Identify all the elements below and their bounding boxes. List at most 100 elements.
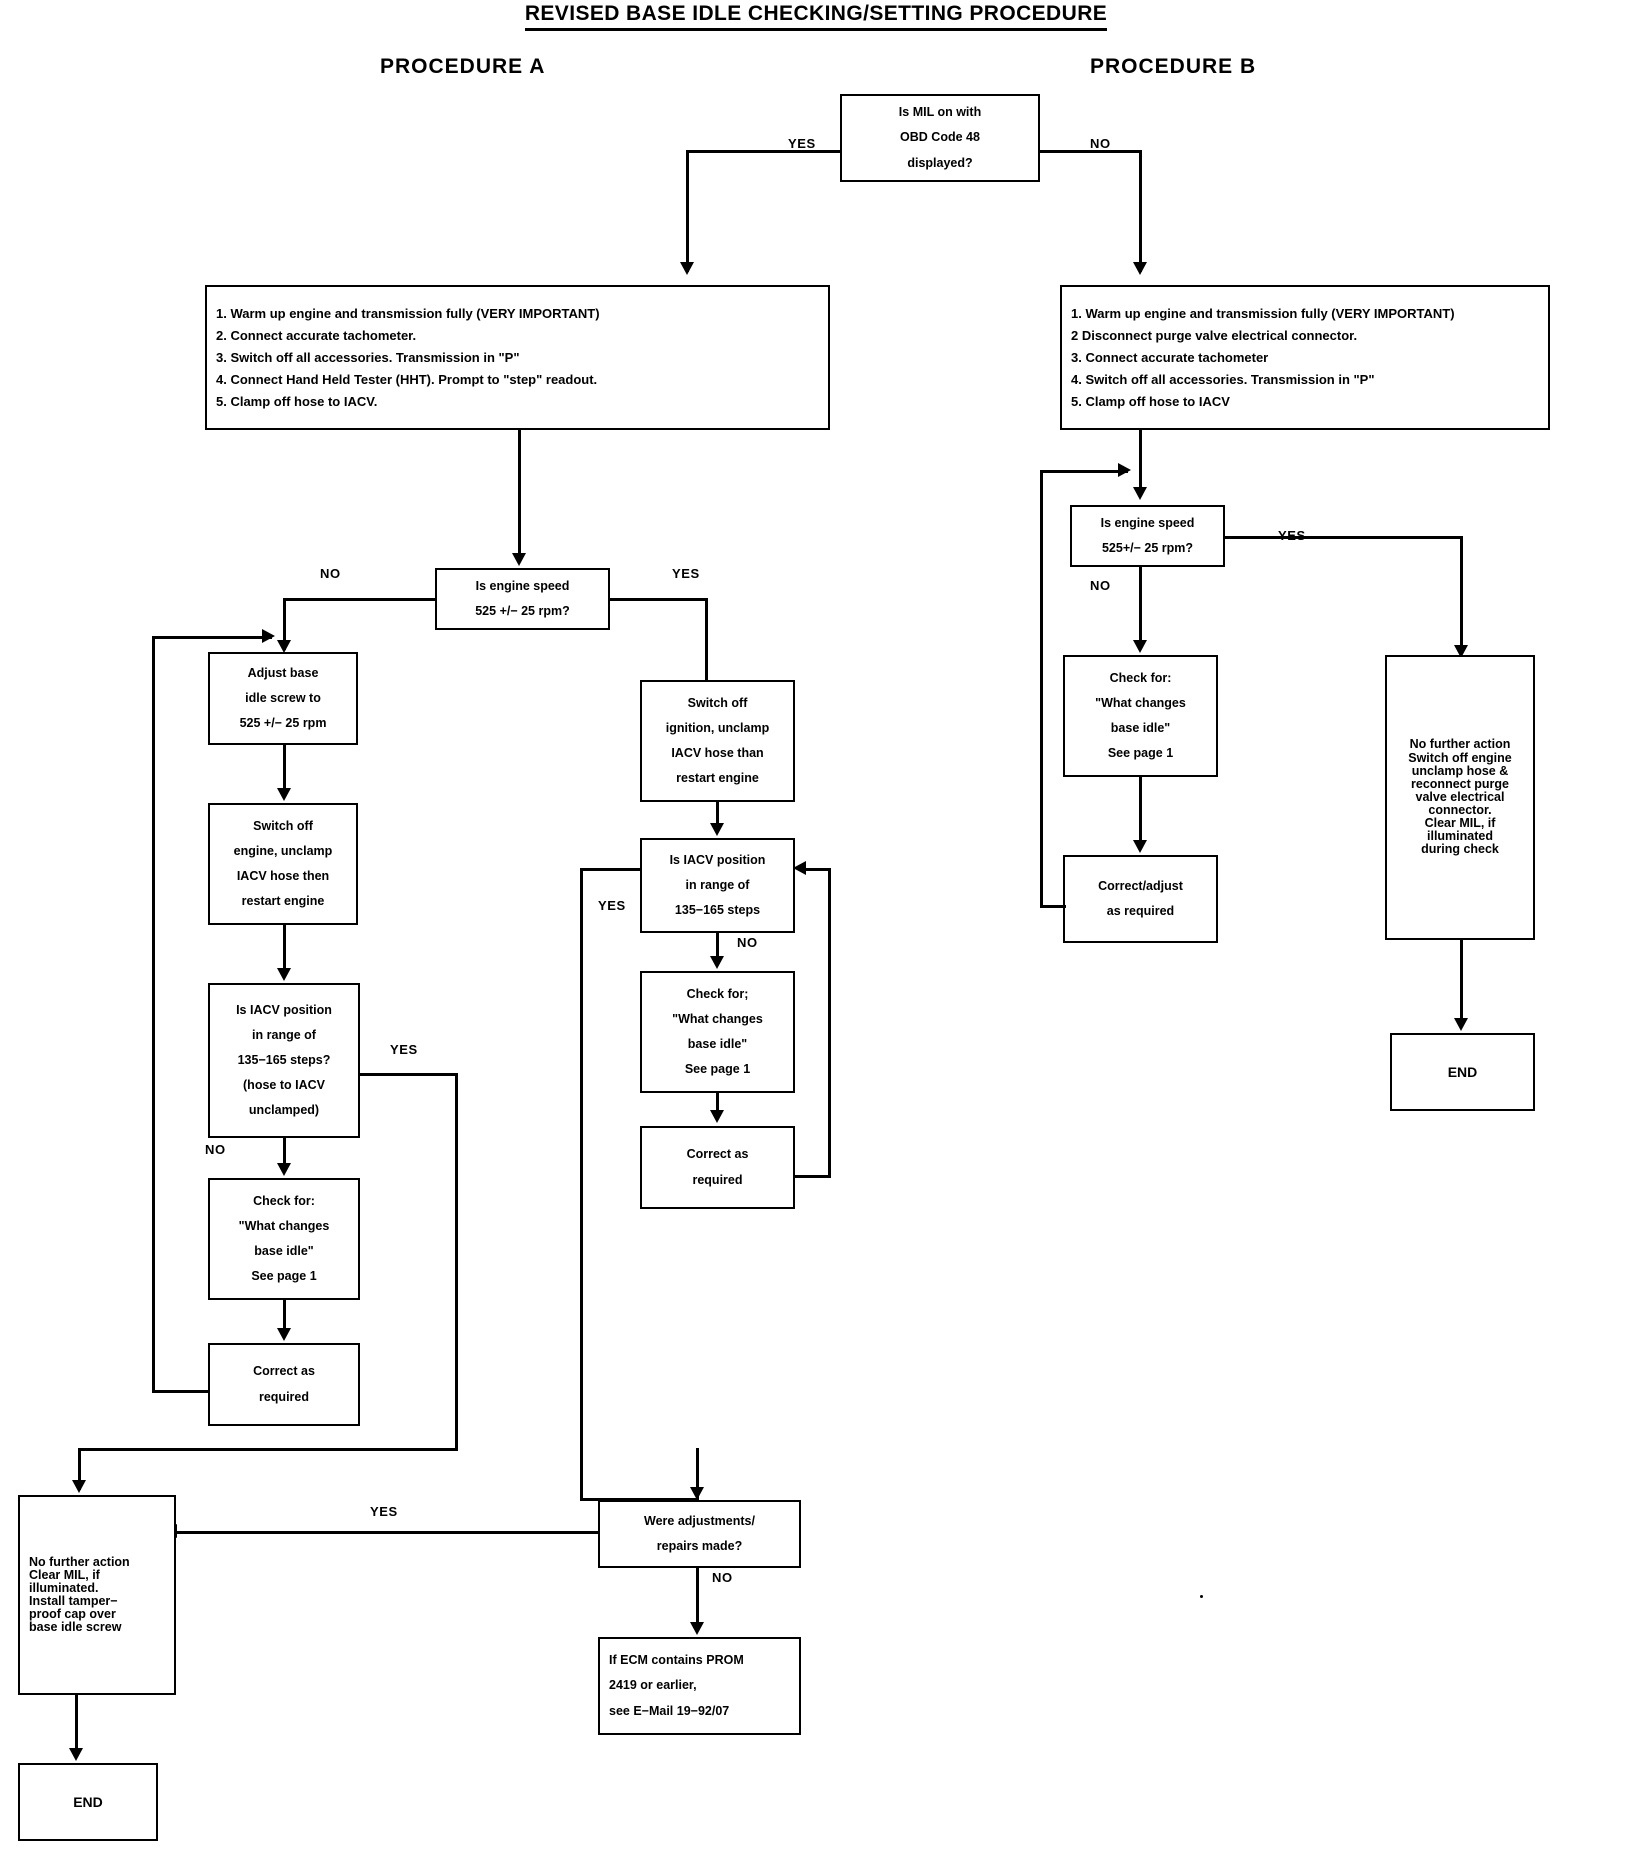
node-b-check-for[interactable]: Check for: "What changes base idle" See … [1063, 655, 1218, 777]
node-adjustments-made-line-1: repairs made? [656, 1539, 743, 1553]
edge-a-steps-to-speed-arrow [512, 553, 526, 566]
node-b-correct-line-1: as required [1106, 904, 1175, 918]
node-a-check-for-line-0: Check for: [253, 1193, 315, 1208]
node-b-correct[interactable]: Correct/adjust as required [1063, 855, 1218, 943]
node-a-adjust-screw-line-2: 525 +/− 25 rpm [239, 716, 327, 731]
node-b-check-for-line-2: base idle" [1110, 721, 1171, 735]
proc-b-step-5: 5. Clamp off hose to IACV [1071, 394, 1230, 409]
node-a-no-further-line-0: No further action [29, 1554, 130, 1569]
node-c-check-for-line-0: Check for; [686, 986, 749, 1001]
node-a-check-for[interactable]: Check for: "What changes base idle" See … [208, 1178, 360, 1300]
node-a-iacv-position-line-2: 135−165 steps? [237, 1052, 331, 1067]
node-b-no-further-line-8: during check [1421, 842, 1499, 857]
node-a-engine-speed[interactable]: Is engine speed 525 +/− 25 rpm? [435, 568, 610, 630]
edge-c-correct-loop-arrow [793, 861, 806, 875]
edge-label-mil-yes: YES [788, 136, 816, 151]
node-b-no-further-line-0: No further action [1409, 737, 1511, 752]
edge-b-correct-loop-arrow [1118, 463, 1131, 477]
node-b-end-label: END [1447, 1063, 1478, 1080]
node-a-switch-off[interactable]: Switch off engine, unclamp IACV hose the… [208, 803, 358, 925]
node-c-correct[interactable]: Correct as required [640, 1126, 795, 1209]
node-b-no-further-line-7: illuminated [1427, 829, 1493, 844]
edge-a-iacv-no-v [283, 1138, 286, 1170]
node-a-iacv-position-line-4: unclamped) [248, 1103, 320, 1118]
node-b-end[interactable]: END [1390, 1033, 1535, 1111]
edge-b-speed-yes-v [1460, 536, 1463, 654]
node-a-correct-line-1: required [258, 1389, 309, 1404]
edge-b-speed-no-v [1139, 567, 1142, 647]
node-a-iacv-position-line-0: Is IACV position [236, 1002, 332, 1017]
node-c-iacv-position-line-1: in range of [685, 877, 750, 892]
node-b-engine-speed[interactable]: Is engine speed 525+/− 25 rpm? [1070, 505, 1225, 567]
node-mil-question[interactable]: Is MIL on with OBD Code 48 displayed? [840, 94, 1040, 182]
node-ecm-prom[interactable]: If ECM contains PROM 2419 or earlier, se… [598, 1637, 801, 1735]
edge-b-speed-yes-h [1223, 536, 1463, 539]
edge-c-correct-loop-h2 [806, 868, 831, 871]
node-b-check-for-line-3: See page 1 [1107, 746, 1174, 761]
node-a-switch-off-line-3: restart engine [241, 894, 325, 909]
node-a-engine-speed-line-0: Is engine speed [475, 578, 570, 593]
node-c-iacv-position[interactable]: Is IACV position in range of 135−165 ste… [640, 838, 795, 933]
node-a-adjust-screw[interactable]: Adjust base idle screw to 525 +/− 25 rpm [208, 652, 358, 745]
node-c-check-for-line-2: base idle" [687, 1037, 748, 1051]
node-c-iacv-position-line-2: 135−165 steps [674, 903, 761, 918]
edge-c-correct-loop-v [828, 868, 831, 1178]
edge-b-speed-yes-arrow [1454, 645, 1468, 658]
edge-c-iacv-no-v [716, 933, 719, 963]
edge-a-adjust-to-switchoff-arrow [277, 788, 291, 801]
edge-label-c-iacv-no: NO [737, 935, 758, 950]
node-adjustments-made[interactable]: Were adjustments/ repairs made? [598, 1500, 801, 1568]
node-a-adjust-screw-line-1: idle screw to [245, 690, 321, 705]
proc-b-step-4: 4. Switch off all accessories. Transmiss… [1071, 372, 1375, 387]
edge-a-adjust-to-switchoff [283, 745, 286, 795]
node-a-check-for-line-1: "What changes [238, 1218, 330, 1233]
edge-a-correct-loop-v [152, 636, 155, 1392]
node-a-no-further-line-2: illuminated. [29, 1580, 99, 1595]
edge-b-steps-to-speed [1139, 430, 1142, 493]
edge-c-iacv-no-arrow [710, 956, 724, 969]
node-c-correct-line-1: required [692, 1172, 743, 1187]
edge-b-nofurther-to-end [1460, 940, 1463, 1025]
node-c-switch-off-line-3: restart engine [676, 771, 759, 786]
edge-b-correct-loop-h1 [1040, 905, 1066, 908]
edge-a-speed-no-arrow [277, 640, 291, 653]
edge-c-correct-loop-h1 [793, 1175, 831, 1178]
node-a-end-label: END [73, 1793, 103, 1810]
node-a-correct[interactable]: Correct as required [208, 1343, 360, 1426]
edge-a-nofurther-to-end-arrow [69, 1748, 83, 1761]
node-c-iacv-position-line-0: Is IACV position [669, 852, 766, 867]
node-c-check-for[interactable]: Check for; "What changes base idle" See … [640, 971, 795, 1093]
node-a-no-further-line-3: Install tamper− [29, 1594, 118, 1608]
proc-a-step-2: 2. Connect accurate tachometer. [216, 328, 417, 343]
edge-label-a-speed-no: NO [320, 566, 341, 581]
node-c-switch-off[interactable]: Switch off ignition, unclamp IACV hose t… [640, 680, 795, 802]
node-a-end[interactable]: END [18, 1763, 158, 1841]
edge-b-check-to-correct [1139, 777, 1142, 849]
node-a-switch-off-line-0: Switch off [253, 818, 313, 833]
node-procedure-a-steps[interactable]: 1. Warm up engine and transmission fully… [205, 285, 830, 430]
node-mil-question-line-0: Is MIL on with [898, 105, 982, 120]
edge-mil-yes-v [686, 150, 689, 272]
node-b-no-further-action[interactable]: No further action Switch off engine uncl… [1385, 655, 1535, 940]
node-c-switch-off-line-0: Switch off [687, 695, 748, 710]
edge-mil-no-arrow [1133, 262, 1147, 275]
node-b-no-further-line-2: unclamp hose & [1411, 763, 1509, 778]
node-a-no-further-line-5: base idle screw [29, 1620, 122, 1635]
edge-label-adjustments-no: NO [712, 1570, 733, 1585]
node-a-no-further-action[interactable]: No further action Clear MIL, if illumina… [18, 1495, 176, 1695]
edge-a-nofurther-to-end [75, 1695, 78, 1753]
edge-label-c-iacv-yes: YES [598, 898, 626, 913]
node-a-iacv-position[interactable]: Is IACV position in range of 135−165 ste… [208, 983, 360, 1138]
edge-b-check-to-correct-arrow [1133, 840, 1147, 853]
edge-a-yes-to-nofurther-v [78, 1448, 81, 1490]
node-a-check-for-line-2: base idle" [254, 1244, 314, 1258]
edge-b-steps-to-speed-arrow [1133, 487, 1147, 500]
node-b-no-further-line-4: valve electrical [1415, 789, 1505, 804]
edge-c-check-to-correct [716, 1093, 719, 1119]
edge-c-iacv-yes-h [580, 868, 642, 871]
node-c-switch-off-line-2: IACV hose than [671, 746, 764, 760]
node-a-no-further-line-4: proof cap over [29, 1607, 116, 1622]
node-procedure-b-steps[interactable]: 1. Warm up engine and transmission fully… [1060, 285, 1550, 430]
edge-a-speed-no-h [283, 598, 437, 601]
